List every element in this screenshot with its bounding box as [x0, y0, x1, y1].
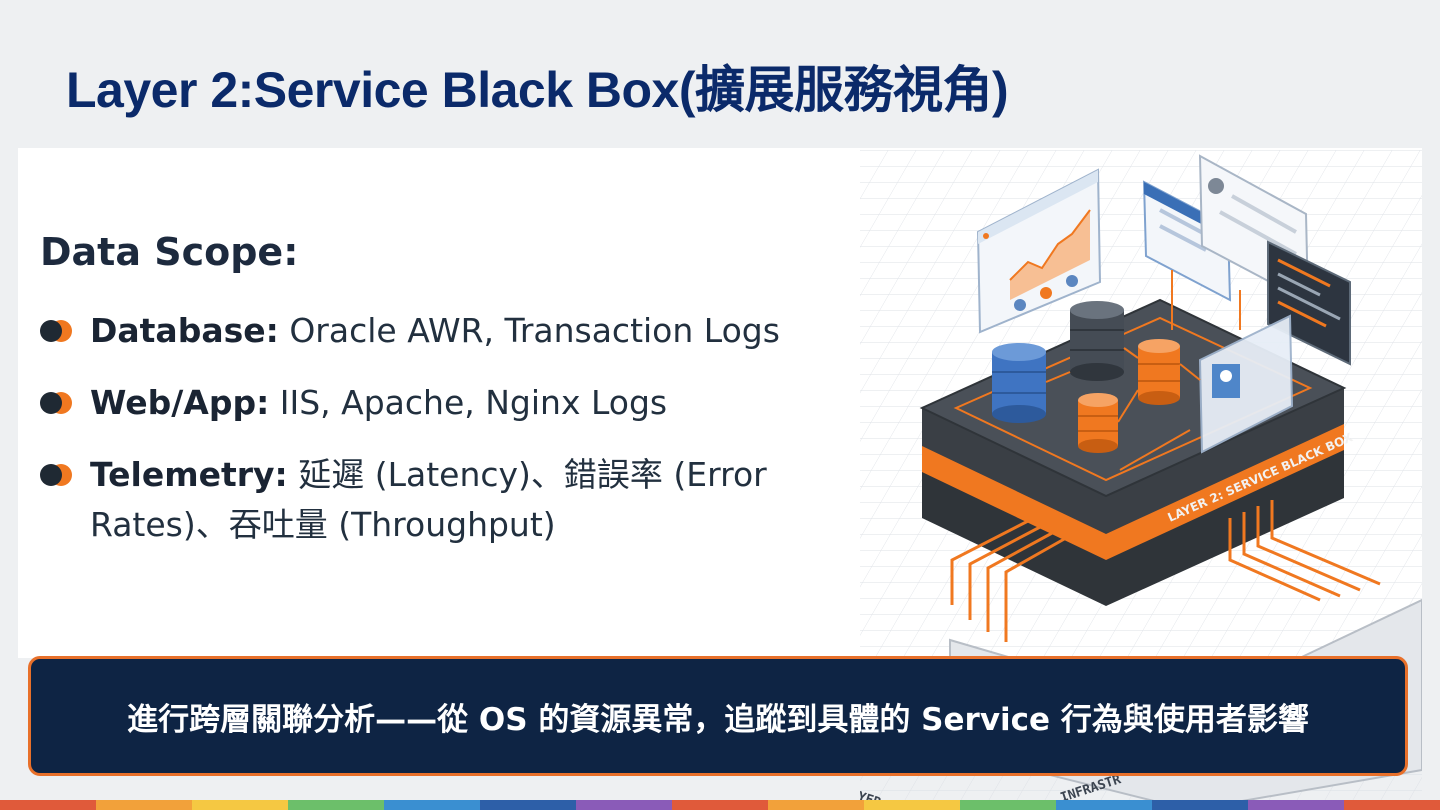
callout-banner: 進行跨層關聯分析——從 OS 的資源異常，追蹤到具體的 Service 行為與使… [28, 656, 1408, 776]
item-text: Oracle AWR, Transaction Logs [289, 311, 780, 350]
slide-title: Layer 2:Service Black Box(擴展服務視角) [66, 62, 1009, 118]
database-cylinders [992, 301, 1180, 453]
bullet-dot-icon [40, 320, 72, 342]
blue-database-icon [992, 343, 1046, 423]
list-item-telemetry: Telemetry: 延遲 (Latency)、錯誤率 (Error Rates… [40, 450, 830, 550]
dashboard-chart-window [976, 168, 1102, 334]
data-cables [950, 500, 1381, 642]
bullet-dot-icon [40, 464, 72, 486]
bullet-dot-icon [40, 392, 72, 414]
item-label: Database: [90, 311, 279, 350]
data-scope-heading: Data Scope: [40, 230, 299, 274]
list-item-database: Database: Oracle AWR, Transaction Logs [40, 306, 830, 356]
orange-database-small-icon [1078, 393, 1118, 453]
item-label: Web/App: [90, 383, 270, 422]
flow-arrows [1045, 270, 1241, 471]
item-text: 延遲 (Latency)、錯誤率 (Error Rates)、吞吐量 (Thro… [90, 455, 767, 544]
bottom-decoration-strip [0, 800, 1440, 810]
item-text: IIS, Apache, Nginx Logs [279, 383, 668, 422]
orange-database-icon [1138, 339, 1180, 405]
data-scope-list: Database: Oracle AWR, Transaction Logs W… [40, 306, 830, 572]
dark-database-icon [1070, 301, 1124, 381]
callout-text: 進行跨層關聯分析——從 OS 的資源異常，追蹤到具體的 Service 行為與使… [127, 701, 1309, 738]
floating-dashboards [976, 154, 1351, 366]
list-item-webapp: Web/App: IIS, Apache, Nginx Logs [40, 378, 830, 428]
item-label: Telemetry: [90, 455, 288, 494]
user-card-icon [1198, 314, 1294, 454]
